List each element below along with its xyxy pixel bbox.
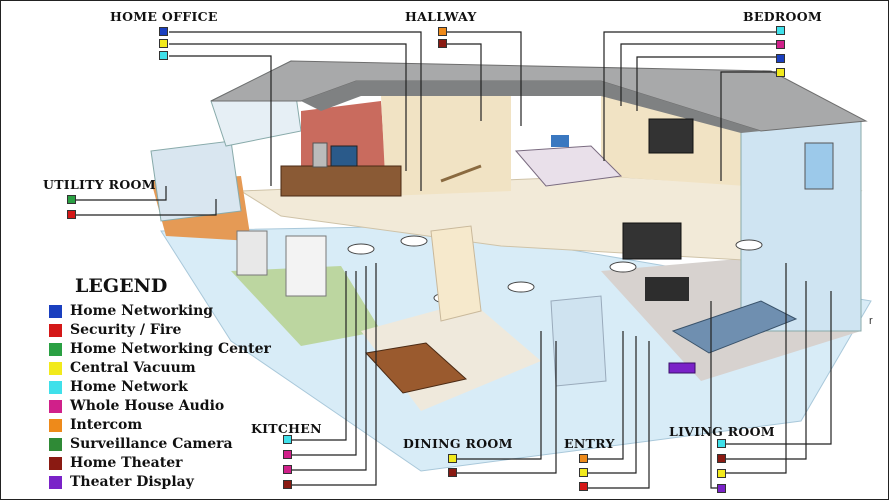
swatch-entry <box>579 482 588 491</box>
legend-item: Intercom <box>49 416 142 434</box>
legend-label: Surveillance Camera <box>70 436 233 452</box>
fridge <box>285 235 327 297</box>
partition <box>550 295 607 387</box>
swatch-bedroom <box>776 54 785 63</box>
swatch-kitchen <box>283 435 292 444</box>
bed <box>514 145 623 187</box>
hallway-wall <box>381 91 511 196</box>
legend-label: Whole House Audio <box>70 398 225 414</box>
office-monitor <box>330 145 358 167</box>
washer <box>236 230 268 276</box>
kitchen-floor <box>231 266 381 346</box>
bedroom-window <box>804 142 834 190</box>
bedroom-tv <box>648 118 694 154</box>
legend-item: Theater Display <box>49 473 194 491</box>
ceiling-speaker <box>735 239 763 251</box>
room-label-living-room: LIVING ROOM <box>669 424 775 439</box>
swatch-dining-room <box>448 454 457 463</box>
room-label-utility-room: UTILITY ROOM <box>43 177 156 192</box>
swatch-bedroom <box>776 40 785 49</box>
office-pc <box>312 142 328 168</box>
swatch-living-room <box>717 454 726 463</box>
ceiling-speaker <box>400 235 428 247</box>
legend-swatch <box>49 399 62 413</box>
room-label-dining-room: DINING ROOM <box>403 436 513 451</box>
swatch-entry <box>579 468 588 477</box>
partition <box>430 225 482 322</box>
legend-label: Theater Display <box>70 474 194 490</box>
stray-mark: r <box>869 315 873 327</box>
left-wall <box>150 140 242 222</box>
legend-swatch <box>49 380 62 394</box>
swatch-hallway <box>438 39 447 48</box>
room-label-home-office: HOME OFFICE <box>110 9 218 24</box>
swatch-living-room <box>717 469 726 478</box>
swatch-hallway <box>438 27 447 36</box>
legend-item: Central Vacuum <box>49 359 196 377</box>
legend-label: Home Networking Center <box>70 341 271 357</box>
dining-table <box>365 342 468 394</box>
legend-title: LEGEND <box>75 275 168 297</box>
legend-item: Home Networking Center <box>49 340 271 358</box>
legend-label: Intercom <box>70 417 143 433</box>
legend-swatch <box>49 418 62 432</box>
legend-label: Home Theater <box>70 455 183 471</box>
ceiling-speaker <box>347 243 375 255</box>
legend-label: Central Vacuum <box>70 360 196 376</box>
swatch-home-office <box>159 51 168 60</box>
legend-label: Security / Fire <box>70 322 182 338</box>
room-label-hallway: HALLWAY <box>405 9 477 24</box>
swatch-dining-room <box>448 468 457 477</box>
legend-item: Home Network <box>49 378 188 396</box>
swatch-home-office <box>159 27 168 36</box>
swatch-living-room <box>717 484 726 493</box>
office-desk <box>280 165 402 197</box>
wiring <box>75 31 832 489</box>
legend-swatch <box>49 475 62 489</box>
swatch-utility-room <box>67 210 76 219</box>
room-label-kitchen: KITCHEN <box>251 421 322 436</box>
swatch-entry <box>579 454 588 463</box>
legend-swatch <box>49 304 62 318</box>
roof-front <box>301 81 761 133</box>
legend-label: Home Networking <box>70 303 214 319</box>
right-wall <box>740 120 862 332</box>
ceiling-speaker <box>609 261 637 273</box>
swatch-kitchen <box>283 480 292 489</box>
bedroom-laptop <box>551 135 569 147</box>
swatch-living-room <box>717 439 726 448</box>
legend-swatch <box>49 437 62 451</box>
living-tv <box>622 222 682 260</box>
swatch-bedroom <box>776 68 785 77</box>
media-console <box>645 277 689 301</box>
theater-display-device <box>668 362 696 374</box>
swatch-bedroom <box>776 26 785 35</box>
swatch-utility-room <box>67 195 76 204</box>
swatch-kitchen <box>283 465 292 474</box>
room-label-bedroom: BEDROOM <box>743 9 823 24</box>
legend-item: Surveillance Camera <box>49 435 233 453</box>
legend-item: Whole House Audio <box>49 397 224 415</box>
hallway-rail <box>440 164 482 183</box>
sofa <box>671 300 798 354</box>
legend-swatch <box>49 361 62 375</box>
ceiling-speaker <box>507 281 535 293</box>
swatch-kitchen <box>283 450 292 459</box>
room-label-entry: ENTRY <box>564 436 615 451</box>
legend-label: Home Network <box>70 379 188 395</box>
legend-swatch <box>49 342 62 356</box>
legend-swatch <box>49 456 62 470</box>
legend-item: Home Theater <box>49 454 183 472</box>
swatch-home-office <box>159 39 168 48</box>
legend-item: Home Networking <box>49 302 213 320</box>
legend-swatch <box>49 323 62 337</box>
legend-item: Security / Fire <box>49 321 181 339</box>
